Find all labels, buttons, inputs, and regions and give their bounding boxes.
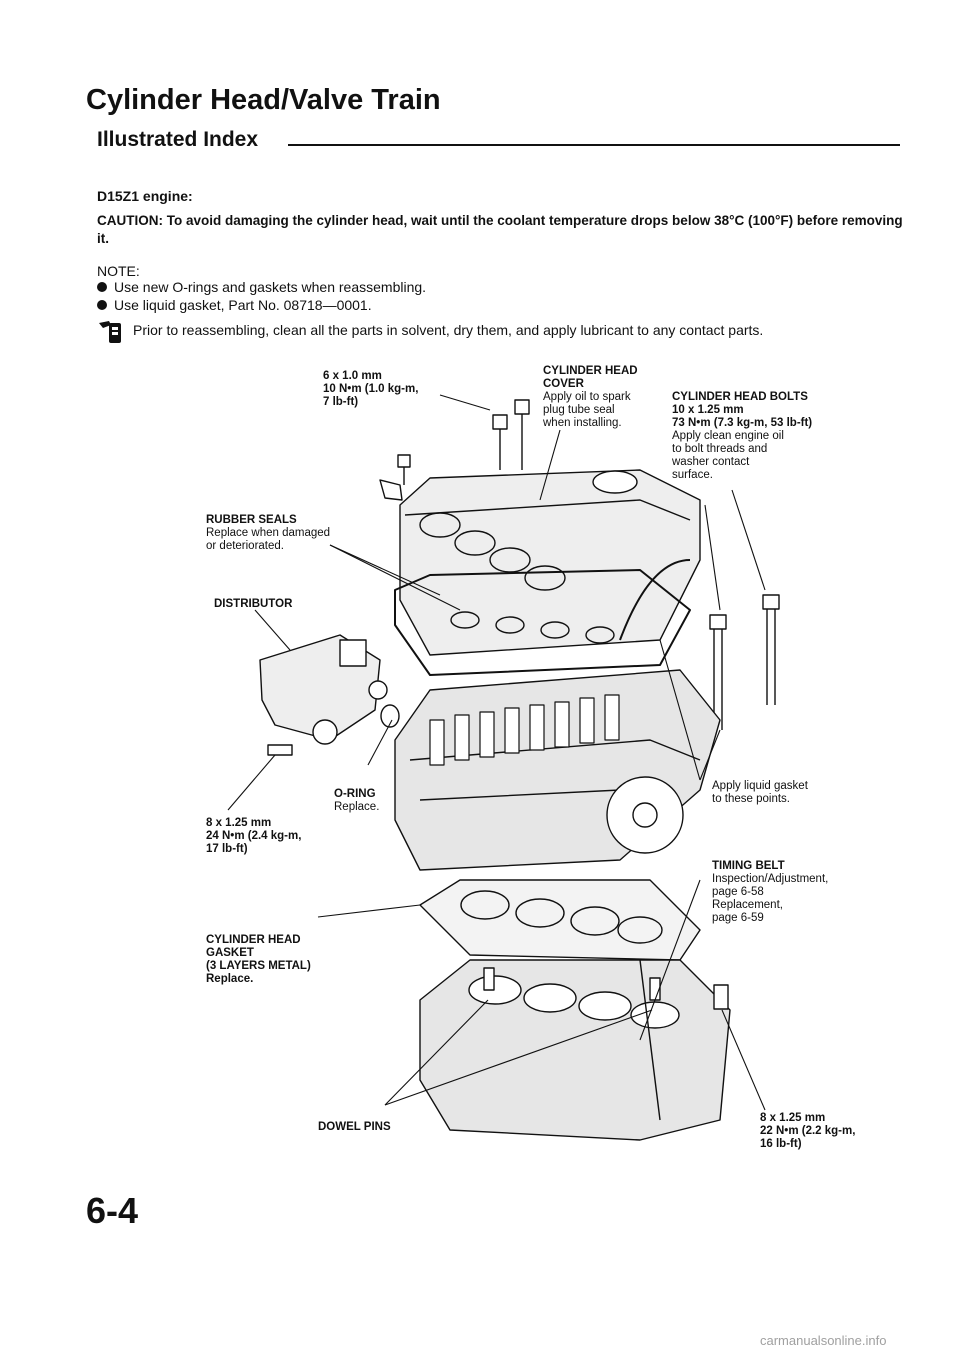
callout-timing-belt: TIMING BELT Inspection/Adjustment, page … [712, 860, 829, 924]
bullet-icon [97, 282, 107, 292]
callout-head-gasket: CYLINDER HEAD GASKET (3 LAYERS METAL) Re… [206, 934, 311, 985]
note-item: Use new O-rings and gaskets when reassem… [97, 279, 426, 295]
head-bolts [709, 594, 780, 730]
callout-head-cover: CYLINDER HEAD COVER Apply oil to spark p… [543, 365, 638, 429]
callout-o-ring: O-RING Replace. [334, 788, 380, 813]
engine-label: D15Z1 engine: [97, 188, 193, 204]
callout-cover-bolt: 6 x 1.0 mm 10 N•m (1.0 kg-m, 7 lb-ft) [323, 370, 419, 408]
oil-can-icon [97, 315, 127, 348]
section-subtitle: Illustrated Index [97, 128, 259, 151]
caution-text: CAUTION: To avoid damaging the cylinder … [97, 213, 903, 246]
distributor [259, 634, 400, 745]
cylinder-head-cover [399, 469, 701, 656]
rubber-seal [394, 569, 691, 676]
cylinder-head [394, 669, 721, 871]
cover-bolts [379, 399, 530, 501]
bullet-icon [97, 300, 107, 310]
callout-liquid-gasket: Apply liquid gasket to these points. [712, 780, 808, 805]
watermark: carmanualsonline.info [760, 1333, 887, 1348]
callout-rubber-seals: RUBBER SEALS Replace when damaged or det… [206, 514, 331, 552]
distributor-bolt [267, 744, 293, 756]
callout-distributor: DISTRIBUTOR [214, 598, 293, 610]
subtitle-rule [288, 144, 900, 146]
callout-distributor-bolt: 8 x 1.25 mm 24 N•m (2.4 kg-m, 17 lb-ft) [206, 817, 302, 855]
note-item: Use liquid gasket, Part No. 08718—0001. [97, 297, 372, 313]
callout-head-bolts: CYLINDER HEAD BOLTS 10 x 1.25 mm 73 N•m … [672, 391, 813, 481]
callout-block-bolt: 8 x 1.25 mm 22 N•m (2.2 kg-m, 16 lb-ft) [760, 1112, 856, 1150]
page-number: 6-4 [86, 1190, 139, 1231]
leader-lines [227, 394, 766, 1111]
callout-dowel-pins: DOWEL PINS [318, 1121, 391, 1133]
lube-note: Prior to reassembling, clean all the par… [97, 315, 763, 348]
note-heading: NOTE: [97, 263, 140, 279]
page-title: Cylinder Head/Valve Train [86, 84, 441, 116]
engine-block [419, 959, 731, 1141]
cylinder-head-gasket [419, 879, 701, 961]
